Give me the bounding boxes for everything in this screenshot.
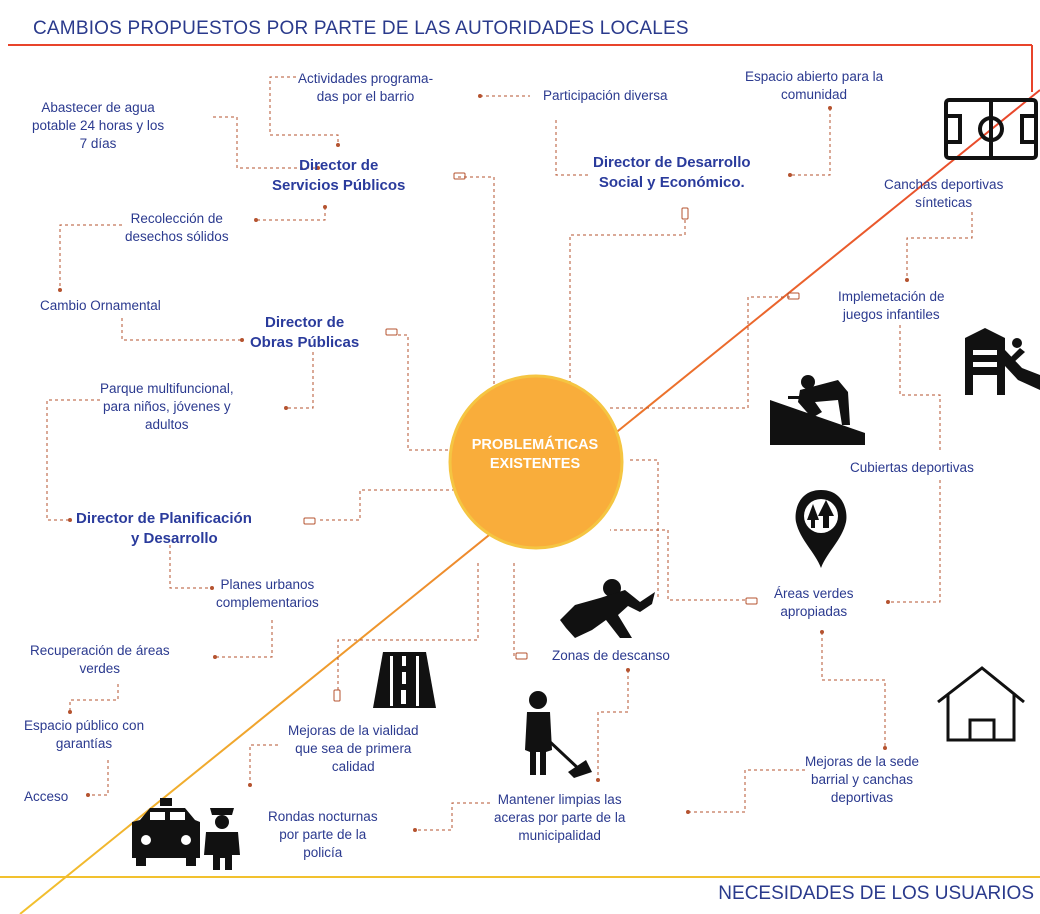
proposal-desechos: Recolección de desechos sólidos: [125, 210, 229, 246]
proposal-agua-line: 7 días: [79, 136, 117, 151]
proposal-recuperacion-line: verdes: [79, 661, 121, 676]
police-car-icon: [132, 798, 200, 866]
proposal-espacio-publico-line: Espacio público con: [24, 718, 145, 733]
proposal-participacion-line: Participación diversa: [543, 88, 668, 103]
need-sede-line: Mejoras de la sede: [805, 754, 920, 769]
need-aceras-line: aceras por parte de la: [494, 810, 626, 825]
central-circle: [448, 374, 624, 550]
need-vialidad-line: calidad: [331, 759, 375, 774]
need-cubiertas-line: Cubiertas deportivas: [850, 460, 974, 475]
proposal-recuperacion-line: Recuperación de áreas: [30, 643, 170, 658]
proposal-espacio-abierto: Espacio abierto para la comunidad: [745, 68, 883, 104]
need-juegos-line: Implemetación de: [838, 289, 945, 304]
proposal-espacio-abierto-line: comunidad: [781, 87, 848, 102]
need-aceras-line: Mantener limpias las: [497, 792, 622, 807]
need-rondas: Rondas nocturnas por parte de la policía: [268, 808, 378, 862]
proposal-desechos-line: Recolección de: [130, 211, 223, 226]
need-rondas-line: por parte de la: [279, 827, 367, 842]
need-canchas-line: sínteticas: [915, 195, 973, 210]
proposal-espacio-publico: Espacio público con garantías: [24, 717, 144, 753]
proposal-acceso-line: Acceso: [24, 789, 69, 804]
proposal-planes-line: complementarios: [216, 595, 319, 610]
need-juegos-line: juegos infantiles: [842, 307, 940, 322]
person-resting-icon: [560, 579, 655, 638]
proposal-recuperacion: Recuperación de áreas verdes: [30, 642, 170, 678]
proposal-espacio-publico-line: garantías: [55, 736, 113, 751]
proposal-actividades-line: Actividades programa-: [298, 71, 434, 86]
proposal-agua-line: potable 24 horas y los: [32, 118, 165, 133]
need-sede-line: deportivas: [830, 790, 894, 805]
proposal-planes: Planes urbanos complementarios: [216, 576, 319, 612]
hand-pointer-markers: [303, 172, 800, 702]
street-sweeper-icon: [525, 691, 592, 778]
soccer-field-icon: [944, 98, 1038, 160]
need-cubiertas: Cubiertas deportivas: [850, 459, 974, 477]
central-topic-line1: PROBLEMÁTICAS: [471, 437, 599, 453]
need-canchas-line: Canchas deportivas: [884, 177, 1004, 192]
director-planificacion-line1: Director de Planificación: [76, 510, 252, 527]
need-sede: Mejoras de la sede barrial y canchas dep…: [805, 753, 919, 807]
need-vialidad: Mejoras de la vialidad que sea de primer…: [288, 722, 419, 776]
need-sede-line: barrial y canchas: [811, 772, 914, 787]
director-planificacion-line2: y Desarrollo: [131, 530, 218, 547]
need-areas-verdes: Áreas verdes apropiadas: [774, 585, 854, 621]
proposal-planes-line: Planes urbanos: [220, 577, 315, 592]
proposal-agua: Abastecer de agua potable 24 horas y los…: [32, 99, 164, 153]
need-descanso: Zonas de descanso: [552, 647, 670, 665]
proposal-actividades: Actividades programa- das por el barrio: [298, 70, 433, 106]
director-desarrollo-social: Director de Desarrollo Social y Económic…: [593, 153, 751, 193]
need-aceras-line: municipalidad: [518, 828, 601, 843]
connector-dots: [58, 94, 909, 832]
director-servicios-line1: Director de: [299, 157, 379, 174]
connectors: [46, 76, 973, 831]
needs-title: NECESIDADES DE LOS USUARIOS: [718, 883, 1034, 904]
playground-slide-icon: [965, 328, 1040, 395]
proposal-ornamental-line: Cambio Ornamental: [40, 298, 161, 313]
proposal-ornamental: Cambio Ornamental: [40, 297, 161, 315]
need-canchas: Canchas deportivas sínteticas: [884, 176, 1003, 212]
proposal-espacio-abierto-line: Espacio abierto para la: [745, 69, 884, 84]
need-juegos: Implemetación de juegos infantiles: [838, 288, 945, 324]
proposal-desechos-line: desechos sólidos: [125, 229, 229, 244]
need-areas-verdes-line: Áreas verdes: [774, 586, 854, 601]
police-officer-icon: [204, 808, 240, 870]
central-topic: PROBLEMÁTICAS EXISTENTES: [452, 436, 618, 474]
proposals-title: CAMBIOS PROPUESTOS POR PARTE DE LAS AUTO…: [33, 18, 689, 39]
need-rondas-line: Rondas nocturnas: [268, 809, 378, 824]
director-obras-line2: Obras Públicas: [250, 334, 360, 351]
need-rondas-line: policía: [303, 845, 343, 860]
proposal-parque: Parque multifuncional, para niños, jóven…: [100, 380, 234, 434]
director-social-line2: Social y Económico.: [598, 174, 745, 191]
proposal-parque-line: adultos: [145, 417, 189, 432]
tree-location-pin-icon: [795, 490, 847, 568]
director-servicios-line2: Servicios Públicos: [272, 177, 406, 194]
road-icon: [373, 652, 436, 708]
need-vialidad-line: que sea de primera: [295, 741, 412, 756]
house-icon: [937, 666, 1025, 742]
proposal-acceso: Acceso: [24, 788, 68, 806]
central-topic-line2: EXISTENTES: [489, 456, 581, 472]
director-social-line1: Director de Desarrollo: [593, 154, 751, 171]
director-planificacion: Director de Planificación y Desarrollo: [76, 509, 252, 549]
need-aceras: Mantener limpias las aceras por parte de…: [494, 791, 625, 845]
director-servicios-publicos: Director de Servicios Públicos: [272, 156, 405, 196]
roofer-worker-icon: [770, 375, 865, 445]
director-obras-line1: Director de: [265, 314, 345, 331]
proposal-parque-line: Parque multifuncional,: [100, 381, 234, 396]
proposal-actividades-line: das por el barrio: [316, 89, 415, 104]
director-obras-publicas: Director de Obras Públicas: [250, 313, 359, 353]
proposal-participacion: Participación diversa: [543, 87, 668, 105]
need-vialidad-line: Mejoras de la vialidad: [288, 723, 419, 738]
proposal-agua-line: Abastecer de agua: [41, 100, 155, 115]
proposal-parque-line: para niños, jóvenes y: [103, 399, 231, 414]
need-areas-verdes-line: apropiadas: [780, 604, 848, 619]
need-descanso-line: Zonas de descanso: [552, 648, 670, 663]
